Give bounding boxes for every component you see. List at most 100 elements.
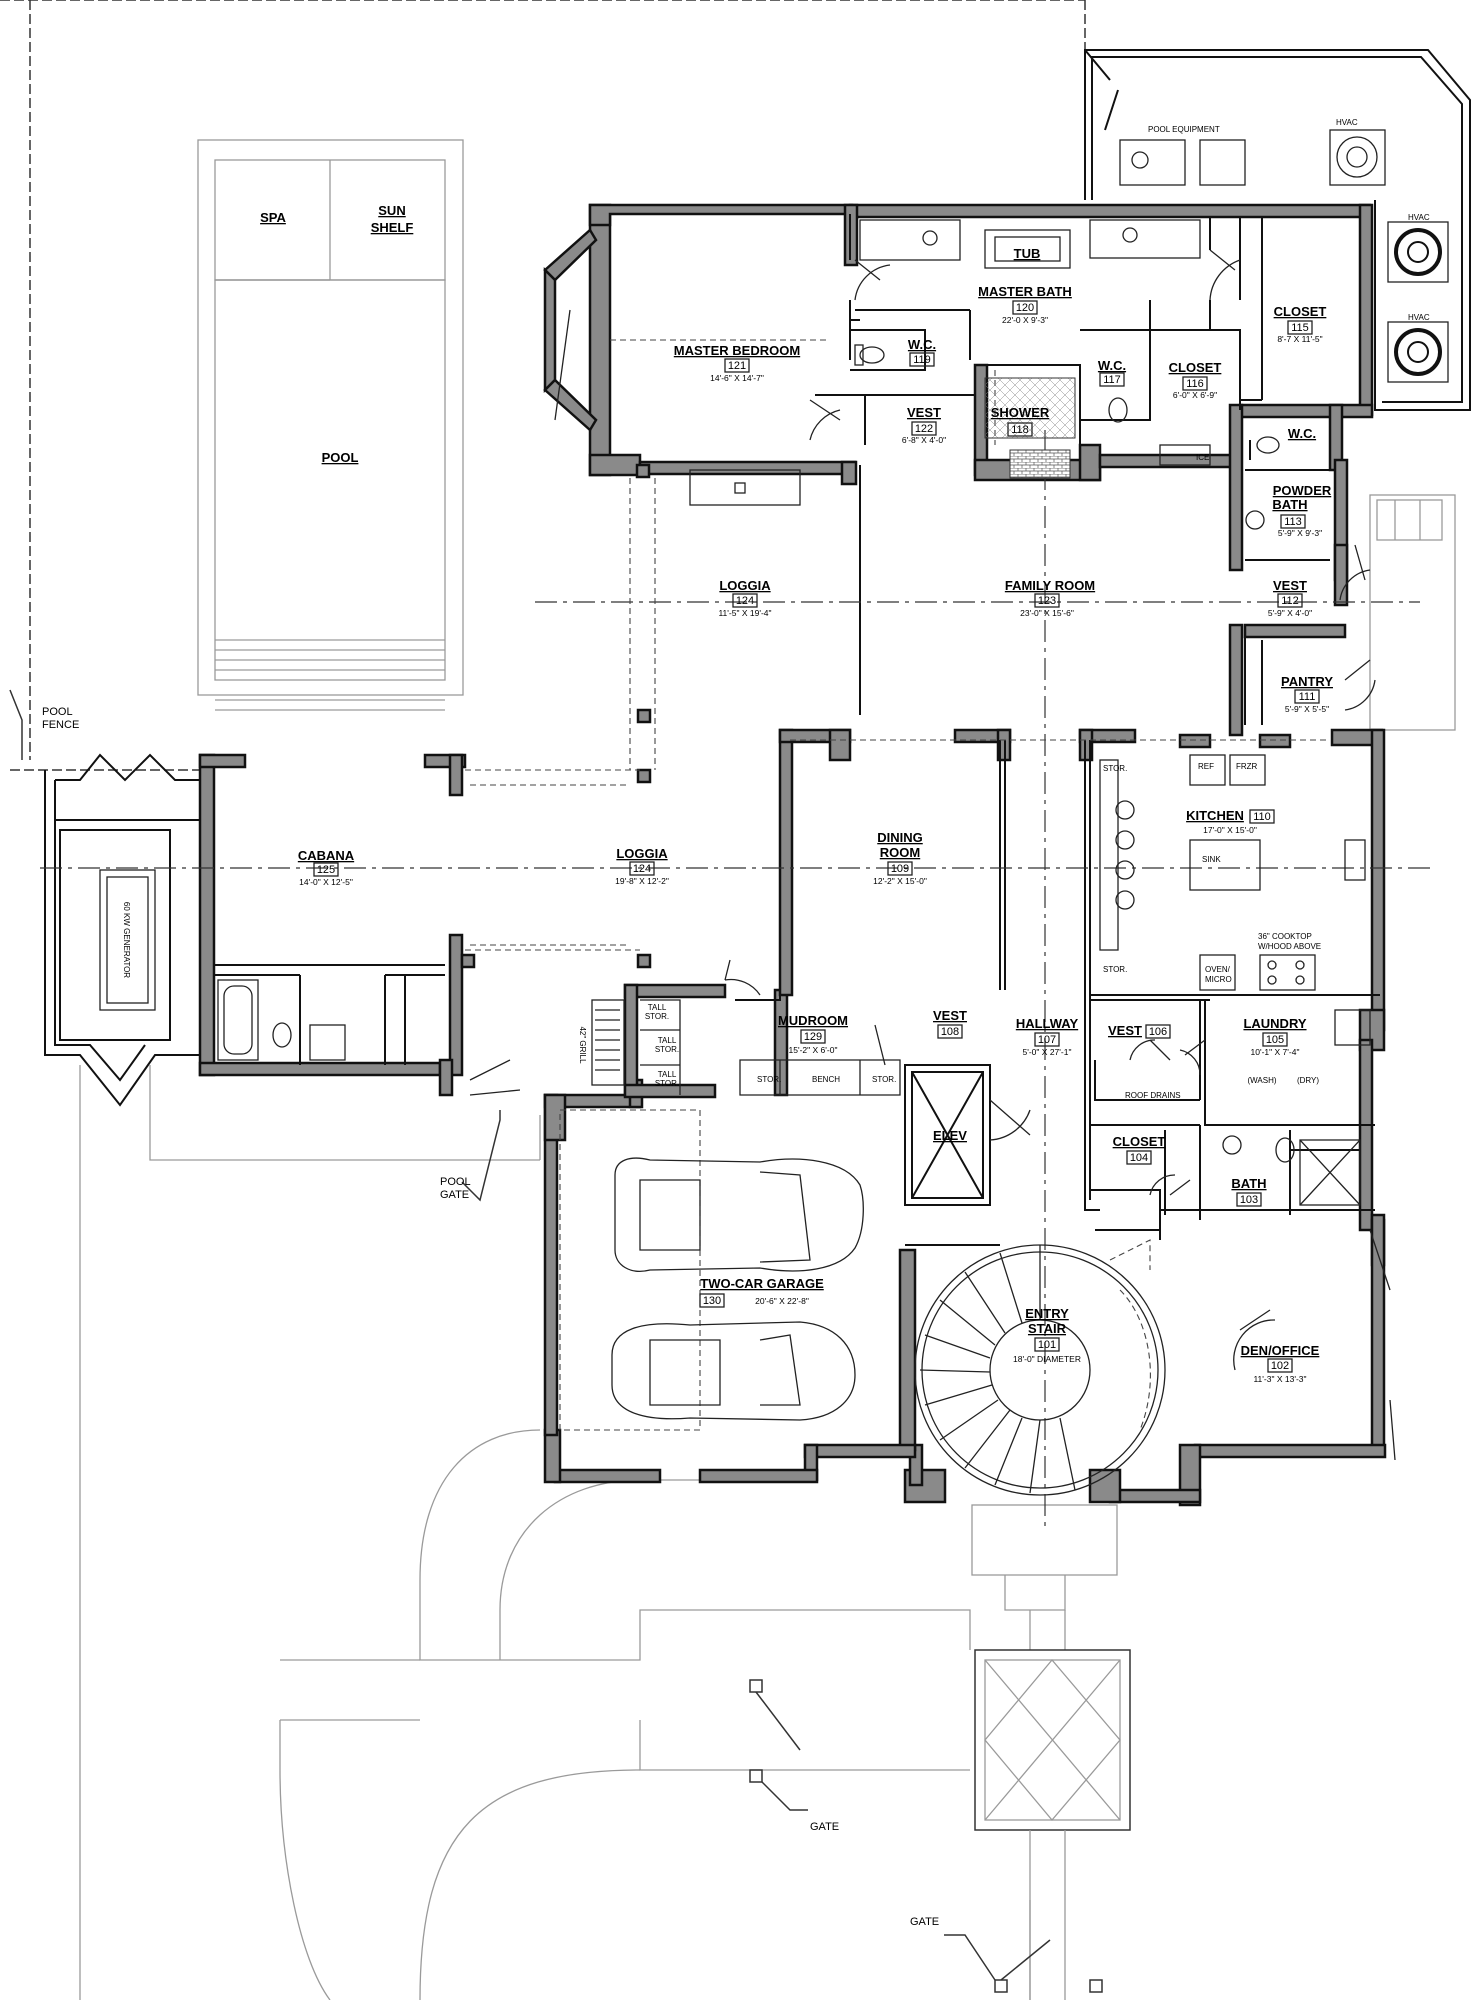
tall-stor-3b: STOR. xyxy=(655,1079,679,1088)
pool-gate-label-2: GATE xyxy=(440,1189,469,1201)
family-room-dim: 23'-0" X 15'-6" xyxy=(1020,608,1074,618)
shower-label: SHOWER xyxy=(991,405,1050,420)
mudroom-dim: 15'-2" X 6'-0" xyxy=(789,1045,838,1055)
master-bath-label: MASTER BATH xyxy=(978,284,1072,299)
vest122-label: VEST xyxy=(907,405,941,420)
door-swings xyxy=(469,249,1396,1461)
stair-num: 101 xyxy=(1038,1339,1056,1351)
closet116-dim: 6'-0" X 6'-9" xyxy=(1173,390,1217,400)
mud-stor-1: STOR. xyxy=(757,1075,781,1084)
gate-label: GATE xyxy=(810,1821,839,1833)
stor-label-2: STOR. xyxy=(1103,965,1127,974)
loggia-upper-dim: 11'-5" X 19'-4" xyxy=(718,608,771,618)
hvac-label-2: HVAC xyxy=(1408,213,1430,222)
vest112-num: 112 xyxy=(1281,595,1299,607)
entry-label: ENTRY xyxy=(1025,1306,1069,1321)
powder-label: POWDER xyxy=(1273,483,1332,498)
pantry-dim: 5'-9" X 5'-5" xyxy=(1285,704,1329,714)
stair-label: STAIR xyxy=(1028,1321,1067,1336)
master-bath-num: 120 xyxy=(1016,302,1034,314)
laundry-dim: 10'-1" X 7'-4" xyxy=(1251,1047,1300,1057)
room-number-boxes xyxy=(313,300,1320,1373)
dining-label: DINING xyxy=(877,830,923,845)
hallway-label: HALLWAY xyxy=(1016,1016,1079,1031)
powder-bath-label: BATH xyxy=(1272,497,1307,512)
gate-markers xyxy=(9,689,1103,1993)
hvac-label-1: HVAC xyxy=(1336,118,1358,127)
dining-dim: 12'-2" X 15'-0" xyxy=(873,876,927,886)
loggia-lower-num: 124 xyxy=(633,863,651,875)
closet116-label: CLOSET xyxy=(1169,360,1222,375)
garage-dim: 20'-6" X 22'-8" xyxy=(755,1296,809,1306)
master-bedroom-label: MASTER BEDROOM xyxy=(674,343,800,358)
powder-num: 113 xyxy=(1284,516,1302,528)
den-label: DEN/OFFICE xyxy=(1241,1343,1320,1358)
wash-label: (WASH) xyxy=(1247,1076,1276,1085)
closet104-label: CLOSET xyxy=(1113,1134,1166,1149)
micro-label: MICRO xyxy=(1205,975,1232,984)
generator-enclosure xyxy=(44,753,200,1107)
kitchen-dim: 17'-0" X 15'-0" xyxy=(1203,825,1257,835)
pool-fence-label-1: POOL xyxy=(42,706,73,718)
tall-stor-2a: TALL xyxy=(658,1036,677,1045)
closet116-num: 116 xyxy=(1186,378,1204,390)
mud-stor-2: STOR. xyxy=(872,1075,896,1084)
wc117-num: 117 xyxy=(1103,374,1121,386)
master-bedroom-num: 121 xyxy=(728,360,746,372)
wc119-num: 119 xyxy=(913,354,931,366)
den-dim: 11'-3" X 13'-3" xyxy=(1253,1374,1306,1384)
fixtures xyxy=(217,219,1371,1431)
vest108-num: 108 xyxy=(941,1026,959,1038)
hood-label: W/HOOD ABOVE xyxy=(1258,942,1321,951)
elev-label: ELEV xyxy=(933,1128,967,1143)
dining-room-label: ROOM xyxy=(880,845,920,860)
tall-stor-1a: TALL xyxy=(648,1003,667,1012)
hvac-label-3: HVAC xyxy=(1408,313,1430,322)
wc117-label: W.C. xyxy=(1098,358,1126,373)
tall-stor-3a: TALL xyxy=(658,1070,677,1079)
vest106-label: VEST xyxy=(1108,1023,1142,1038)
cabana-dim: 14'-0" X 12'-5" xyxy=(299,877,353,887)
powder-dim: 5'-9" X 9'-3" xyxy=(1278,528,1322,538)
pool-equipment-label: POOL EQUIPMENT xyxy=(1148,125,1220,134)
center-lines xyxy=(40,339,1435,1530)
master-bath-dim: 22'-0 X 9'-3" xyxy=(1002,315,1048,325)
roof-drains-label: ROOF DRAINS xyxy=(1125,1091,1181,1100)
garage-label: TWO-CAR GARAGE xyxy=(700,1276,824,1291)
pool-gate-label-1: POOL xyxy=(440,1176,471,1188)
vest106-num: 106 xyxy=(1149,1026,1167,1038)
spiral-stair xyxy=(914,1239,1166,1496)
mudroom-label: MUDROOM xyxy=(778,1013,848,1028)
mudroom-num: 129 xyxy=(804,1031,822,1043)
cooktop-label: 36" COOKTOP xyxy=(1258,932,1312,941)
closet115-dim: 8'-7 X 11'-5" xyxy=(1277,334,1322,344)
hallway-dim: 5'-0" X 27'-1" xyxy=(1023,1047,1072,1057)
closet104-num: 104 xyxy=(1130,1152,1148,1164)
den-num: 102 xyxy=(1271,1360,1289,1372)
master-bedroom-dim: 14'-6" X 14'-7" xyxy=(710,373,764,383)
stair-dim: 18'-0" DIAMETER xyxy=(1013,1354,1081,1364)
loggia-lower-dim: 19'-8" X 12'-2" xyxy=(615,876,669,886)
vest112-dim: 5'-9" X 4'-0" xyxy=(1268,608,1312,618)
spa-label: SPA xyxy=(260,210,286,225)
tall-stor-1b: STOR. xyxy=(645,1012,669,1021)
loggia-upper-label: LOGGIA xyxy=(719,578,771,593)
dining-num: 109 xyxy=(891,863,909,875)
gate-label-2: GATE xyxy=(910,1916,939,1928)
shelf-label: SHELF xyxy=(371,220,414,235)
closet115-num: 115 xyxy=(1291,322,1309,334)
pantry-num: 111 xyxy=(1299,691,1316,703)
vest108-label: VEST xyxy=(933,1008,967,1023)
ref-label: REF xyxy=(1198,762,1214,771)
grill-label: 42" GRILL xyxy=(578,1026,587,1064)
bench-label: BENCH xyxy=(812,1075,840,1084)
hallway-num: 107 xyxy=(1038,1034,1056,1046)
family-room-label: FAMILY ROOM xyxy=(1005,578,1095,593)
closet115-label: CLOSET xyxy=(1274,304,1327,319)
dry-label: (DRY) xyxy=(1297,1076,1319,1085)
cabana-num: 125 xyxy=(317,864,335,876)
tall-stor-2b: STOR. xyxy=(655,1045,679,1054)
generator-label: 60 KW GENERATOR xyxy=(122,902,131,978)
shower-num: 118 xyxy=(1011,424,1029,436)
